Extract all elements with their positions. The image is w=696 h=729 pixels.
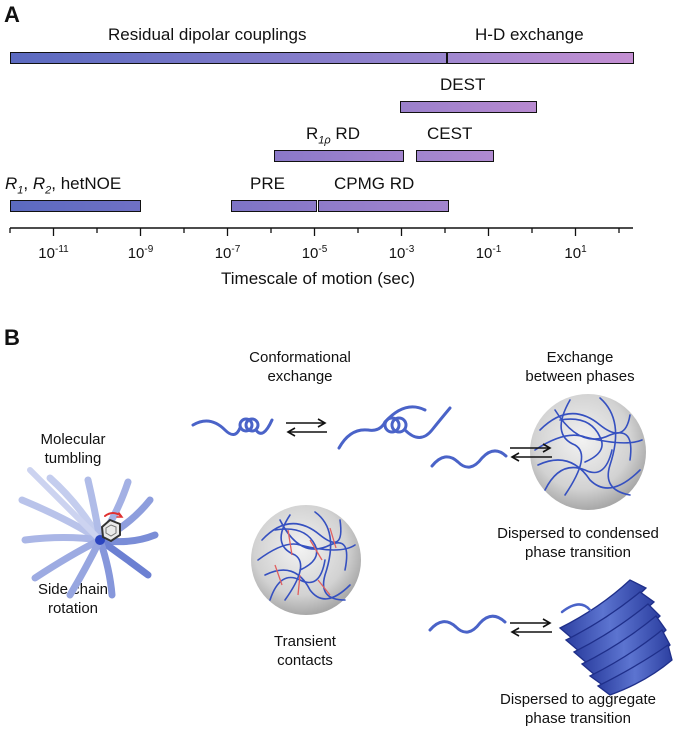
r1rho-sub: 1ρ [318, 134, 331, 147]
label-cpmg-rd: CPMG RD [334, 174, 415, 193]
bar-cpmg-rd [318, 200, 449, 212]
label-hd-exchange: H-D exchange [475, 25, 584, 44]
label-rdc: Residual dipolar couplings [108, 25, 307, 44]
aggregate-arrows [510, 618, 552, 637]
r1-main: R [5, 174, 18, 193]
tick-label: 101 [564, 244, 587, 262]
r2-sub: 2 [45, 184, 52, 197]
label-pre: PRE [250, 174, 285, 193]
conformational-exchange-illustration [191, 405, 452, 450]
bar-relaxation [10, 200, 141, 212]
r1-sub: 1 [17, 184, 24, 197]
tick-exponent: -7 [231, 244, 241, 255]
tick-label: 10-11 [38, 244, 69, 262]
tick-label: 10-3 [388, 244, 415, 262]
condensed-phase-illustration [430, 394, 646, 510]
label-relaxation: R1, R2, hetNOE [5, 175, 121, 196]
tick-label: 10-5 [301, 244, 328, 262]
axis-title: Timescale of motion (sec) [221, 269, 415, 288]
bar-cest [416, 150, 494, 162]
panel-b-illustrations [18, 394, 673, 696]
relax-sep2: , [51, 174, 61, 193]
tick-label: 10-7 [214, 244, 241, 262]
timescale-axis [9, 227, 633, 236]
r1rho-rest: RD [330, 124, 360, 143]
bar-pre [231, 200, 317, 212]
transient-contacts-illustration [251, 505, 361, 615]
label-dest: DEST [440, 75, 486, 94]
tick-exponent: -3 [405, 244, 415, 255]
tick-exponent: 1 [581, 244, 587, 255]
tick-exponent: -5 [318, 244, 328, 255]
bar-hd-exchange [447, 52, 634, 64]
tick-exponent: -9 [144, 244, 154, 255]
bar-residual-dipolar-couplings [10, 52, 447, 64]
condensed-arrows [510, 443, 552, 462]
relax-sep1: , [23, 174, 33, 193]
tumbling-illustration [18, 467, 159, 599]
relax-rest: hetNOE [60, 174, 122, 193]
label-r1rho-rd: R1ρ RD [306, 125, 360, 146]
bar-dest [400, 101, 537, 113]
tick-exponent: -1 [492, 244, 502, 255]
tick-label: 10-1 [475, 244, 502, 262]
tick-exponent: -11 [54, 244, 69, 255]
r1rho-main: R [306, 124, 319, 143]
bar-r1rho-rd [274, 150, 404, 162]
panel-a-label: A [4, 2, 20, 27]
label-cest: CEST [427, 124, 473, 143]
panel-b-label: B [4, 325, 20, 350]
aggregate-phase-illustration [428, 579, 673, 696]
conformational-arrows [286, 418, 327, 437]
tick-label: 10-9 [127, 244, 154, 262]
r2-main: R [32, 174, 46, 193]
axis-ticks [9, 228, 620, 236]
